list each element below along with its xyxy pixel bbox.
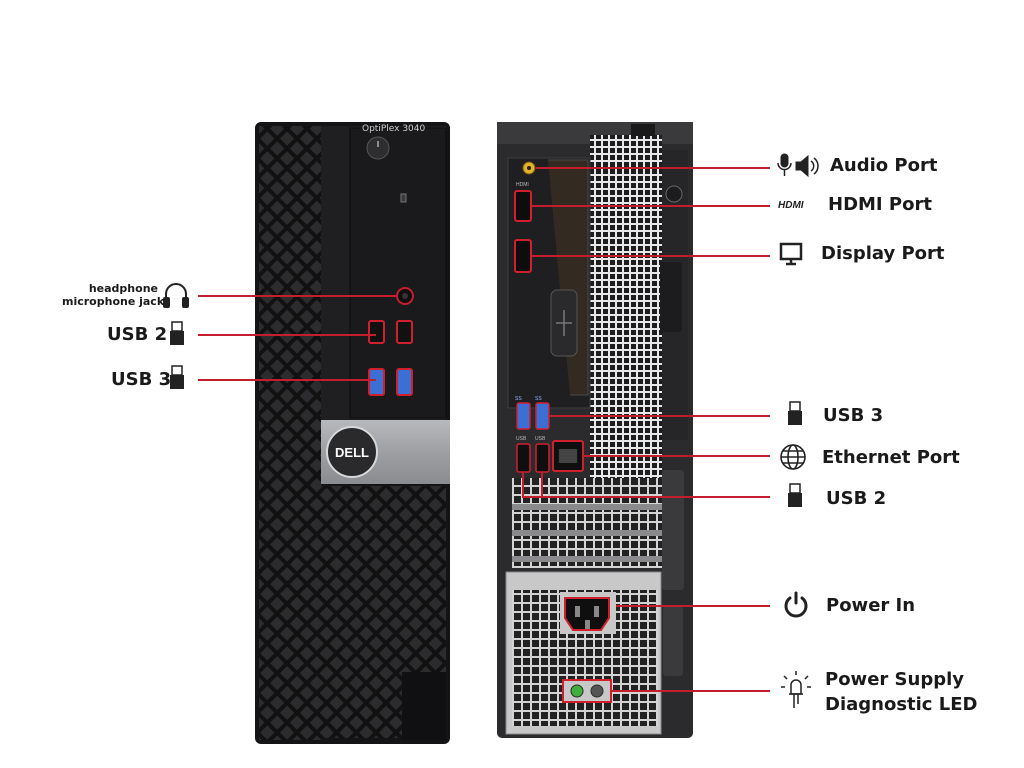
rear-usb2-port-2[interactable] [535, 443, 550, 473]
label-psu-line-2: Diagnostic LED [825, 694, 978, 715]
rear-slot-cover-2 [512, 530, 662, 536]
usb-icon [788, 401, 802, 425]
rear-slot-cover-1 [512, 504, 662, 510]
usb-icon [788, 483, 802, 507]
model-name: OptiPlex 3040 [362, 124, 426, 134]
usb-icon [170, 365, 184, 389]
rear-lock-slot [631, 124, 655, 136]
rear-knockout-mark [556, 310, 572, 336]
psu-bist-button[interactable] [590, 684, 604, 698]
power-icon [784, 591, 808, 618]
front-usb3-port-1[interactable] [368, 368, 385, 396]
headphone-icon [163, 283, 189, 308]
rear-usb2-port-1[interactable] [516, 443, 531, 473]
label-display-port: Display Port [821, 243, 945, 264]
usb2-silkscreen-2: USB [535, 436, 546, 442]
usb3-silkscreen-1: SS [515, 396, 522, 402]
dell-logo-badge [326, 426, 378, 478]
usb-icon [170, 321, 184, 345]
label-audio-port: Audio Port [830, 155, 938, 176]
rear-side-clip [660, 262, 682, 332]
rear-vent-upper [590, 135, 662, 405]
rear-slot-latch [662, 470, 684, 590]
rear-thumbscrew [665, 185, 683, 203]
globe-icon [780, 444, 806, 470]
psu-inlet-pin-2 [594, 606, 599, 617]
rear-io-plate-shading [548, 159, 589, 396]
label-power-in: Power In [826, 595, 916, 616]
front-usb2-port-2[interactable] [396, 320, 413, 344]
rear-ethernet-port-inner [559, 449, 577, 463]
hdmi-silkscreen: HDMI [516, 182, 529, 188]
rear-expansion-slots [512, 478, 662, 568]
label-usb2-rear: USB 2 [826, 488, 887, 509]
monitor-icon [779, 242, 803, 266]
label-headphone-line-2: microphone jack [62, 295, 165, 308]
label-usb3-rear: USB 3 [823, 405, 884, 426]
rear-hdmi-port[interactable] [514, 190, 532, 222]
rear-audio-port-core [527, 166, 531, 170]
callout-lines [198, 167, 770, 692]
label-psu-line-1: Power Supply [825, 669, 964, 690]
dell-logo-text: DELL [335, 445, 369, 460]
psu-diagnostic-led [570, 684, 584, 698]
label-hdmi-port: HDMI Port [828, 194, 932, 215]
front-usb2-port-1[interactable] [368, 320, 385, 344]
psu-inlet-pin-1 [575, 606, 580, 617]
label-usb2-front: USB 2 [107, 324, 168, 345]
label-usb3-front: USB 3 [111, 369, 172, 390]
front-mesh-grille-left [259, 126, 321, 740]
front-foot-block [402, 672, 446, 740]
label-headphone-jack: headphone microphone jack [62, 282, 165, 308]
usb3-silkscreen-2: SS [535, 396, 542, 402]
hdmi-logo-icon: HDMI [778, 200, 804, 211]
power-button[interactable] [366, 136, 390, 160]
label-ethernet-port: Ethernet Port [822, 447, 960, 468]
rear-chassis: HDMI SS SS USB USB [497, 122, 693, 738]
led-icon [781, 671, 811, 708]
psu-release-latch [663, 606, 683, 676]
rear-usb3-port-2[interactable] [535, 402, 550, 430]
rear-slot-cover-3 [512, 556, 662, 562]
front-chassis: DELL [255, 122, 450, 744]
rear-displayport[interactable] [514, 239, 532, 273]
psu-inlet-pin-3 [585, 620, 590, 629]
label-psu-diagnostic-led: Power Supply Diagnostic LED [825, 667, 977, 717]
usb2-silkscreen-1: USB [516, 436, 527, 442]
front-usb3-port-2[interactable] [396, 368, 413, 396]
psu-led-panel [562, 679, 612, 703]
rear-usb3-port-1[interactable] [516, 402, 531, 430]
callout-usb2-rear [522, 472, 770, 498]
microphone-speaker-icon [777, 153, 819, 178]
label-headphone-line-1: headphone [88, 282, 158, 295]
hdd-activity-led [400, 193, 407, 203]
front-headphone-jack-core [402, 293, 408, 299]
